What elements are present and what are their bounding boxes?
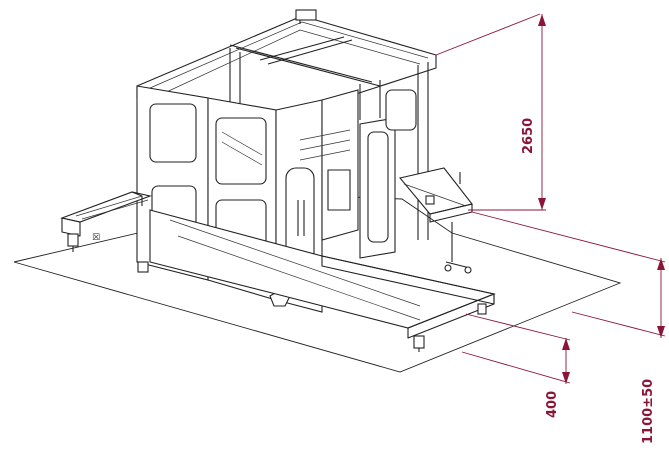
main-roller-conveyor xyxy=(149,209,496,352)
dimension-conveyor-height xyxy=(461,313,571,384)
label-conveyor-height: 400 xyxy=(545,391,560,418)
outfeed-conveyor xyxy=(399,167,473,274)
internal-mechanism xyxy=(299,89,417,259)
label-outfeed-height: 1100±50 xyxy=(641,379,656,444)
dimension-outfeed-height xyxy=(471,211,666,338)
infeed-roller-conveyor: ☒ xyxy=(60,191,152,252)
dimension-total-height xyxy=(435,13,546,211)
svg-text:☒: ☒ xyxy=(92,233,100,243)
label-total-height: 2650 xyxy=(521,118,536,154)
